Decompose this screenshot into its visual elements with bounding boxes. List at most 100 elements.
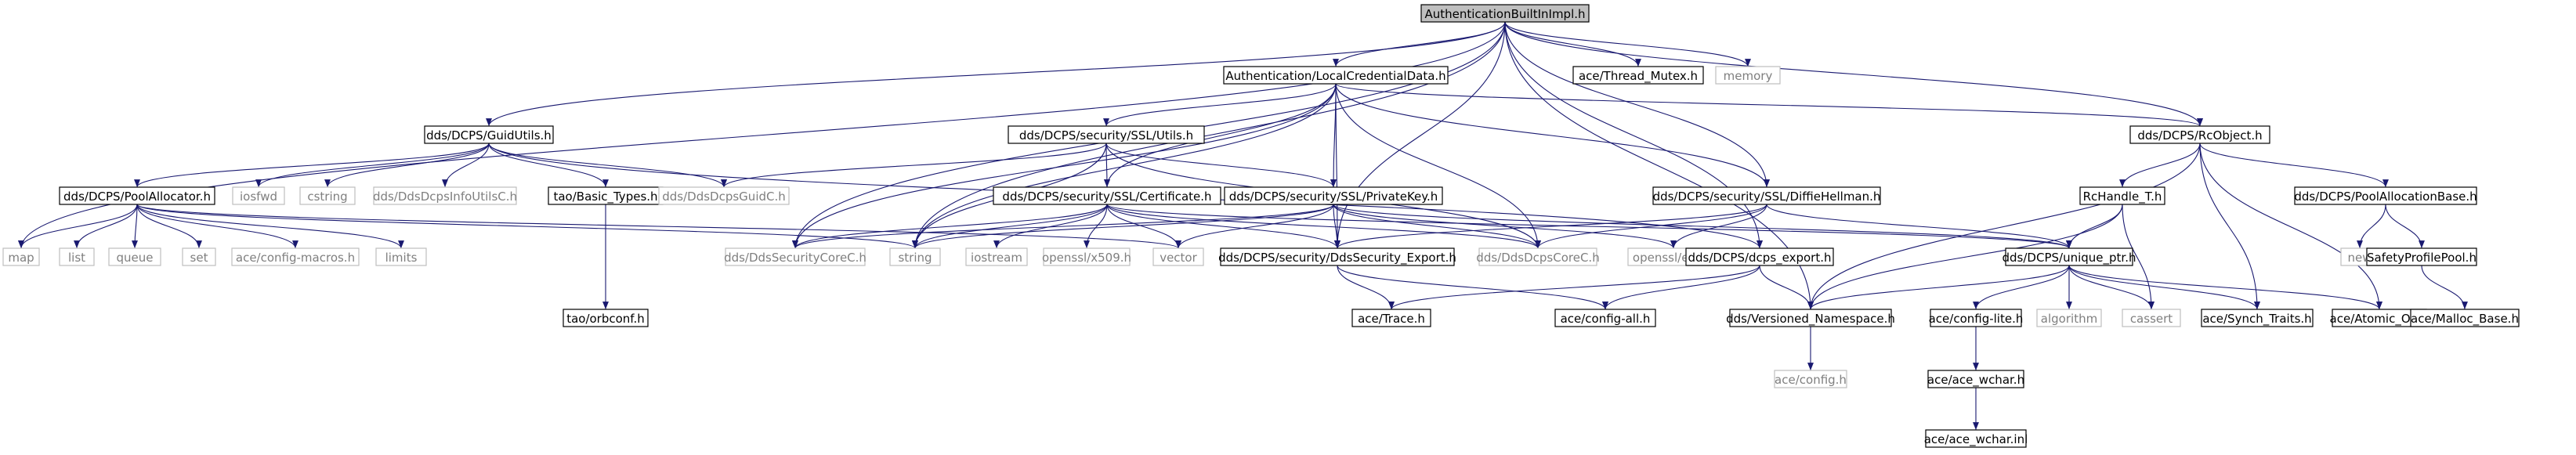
node-label: memory	[1724, 69, 1773, 83]
node-poolalloc[interactable]: dds/DCPS/PoolAllocator.h	[59, 186, 215, 205]
node-label: new	[2347, 251, 2372, 265]
node-versioned[interactable]: dds/Versioned_Namespace.h	[1726, 309, 1895, 327]
edge-sslutils-to-ddsguid	[721, 143, 1107, 188]
edge-guidutils-to-basictypes	[488, 143, 609, 188]
node-label: map	[8, 251, 34, 265]
node-vector: vector	[1152, 247, 1204, 266]
edge-lcd-to-dcpscore	[1335, 83, 1541, 249]
node-secexport[interactable]: dds/DCPS/security/DdsSecurity_Export.h	[1218, 247, 1456, 266]
edge-lcd-to-rcobject	[1335, 83, 2203, 127]
node-map: map	[2, 247, 40, 266]
node-rchandle[interactable]: RcHandle_T.h	[2079, 186, 2165, 205]
node-certificate[interactable]: dds/DCPS/security/SSL/Certificate.h	[993, 186, 1221, 205]
edge-diffie-to-uniqueptr	[1766, 204, 2072, 249]
node-configall[interactable]: ace/config-all.h	[1554, 309, 1656, 327]
node-iostream: iostream	[965, 247, 1028, 266]
edge-diffie-to-secexport	[1334, 204, 1767, 249]
node-label: ace/Thread_Mutex.h	[1579, 69, 1698, 84]
node-box	[993, 186, 1221, 205]
edge-certificate-to-uniqueptr	[1106, 204, 2072, 249]
edge-privatekey-to-evp	[1333, 204, 1677, 249]
node-list: list	[59, 247, 95, 266]
node-box	[2294, 186, 2477, 205]
node-box	[1224, 186, 1443, 205]
node-label: ace/config-lite.h	[1929, 312, 2024, 326]
node-safetypool[interactable]: SafetyProfilePool.h	[2366, 247, 2477, 266]
node-synchtraits[interactable]: ace/Synch_Traits.h	[2201, 309, 2314, 327]
node-box	[424, 125, 554, 144]
node-rcobject[interactable]: dds/DCPS/RcObject.h	[2129, 125, 2270, 144]
node-label: queue	[117, 251, 154, 265]
edge-lcd-to-sslutils	[1103, 83, 1337, 127]
node-aceconfig: ace/config.h	[1774, 370, 1847, 388]
node-box	[1008, 125, 1205, 144]
node-label: iostream	[971, 251, 1022, 265]
edge-certificate-to-dcpscore	[1106, 204, 1541, 249]
node-box	[232, 186, 285, 205]
edge-lcd-to-certificate	[1104, 83, 1337, 188]
edge-uniqueptr-to-versioned	[1807, 265, 2070, 310]
node-atomicop[interactable]: ace/Atomic_Op.h	[2330, 309, 2429, 327]
node-guidutils[interactable]: dds/DCPS/GuidUtils.h	[424, 125, 554, 144]
node-acewcharinl[interactable]: ace/ace_wchar.inl	[1924, 429, 2028, 448]
node-label: dds/DCPS/RcObject.h	[2137, 128, 2262, 143]
edge-root-to-thread_mutex	[1504, 21, 1641, 67]
edge-privatekey-to-vector	[1175, 204, 1334, 249]
edge-root-to-dcpsexport	[1504, 21, 1763, 249]
node-dcpsexport[interactable]: dds/DCPS/dcps_export.h	[1685, 247, 1834, 266]
node-uniqueptr[interactable]: dds/DCPS/unique_ptr.h	[2003, 247, 2136, 266]
edge-uniqueptr-to-configlite	[1973, 265, 2070, 310]
node-box	[725, 247, 866, 266]
node-label: dds/DCPS/PoolAllocationBase.h	[2294, 190, 2477, 204]
node-label: Authentication/LocalCredentialData.h	[1225, 69, 1445, 83]
node-queue: queue	[108, 247, 161, 266]
node-mallocbase[interactable]: ace/Malloc_Base.h	[2410, 309, 2520, 327]
node-label: cassert	[2130, 312, 2173, 326]
node-sslutils[interactable]: dds/DCPS/security/SSL/Utils.h	[1008, 125, 1205, 144]
edge-safetypool-to-mallocbase	[2421, 265, 2468, 310]
node-algorithm: algorithm	[2036, 309, 2102, 327]
node-dcpscore: dds/DdsDcpsCoreC.h	[1476, 247, 1600, 266]
node-box	[1223, 66, 1449, 85]
node-configmacros: ace/config-macros.h	[231, 247, 360, 266]
edge-privatekey-to-dcpscore	[1333, 204, 1541, 249]
node-poolallocbase[interactable]: dds/DCPS/PoolAllocationBase.h	[2294, 186, 2477, 205]
node-box	[1043, 247, 1131, 266]
node-orbconf[interactable]: tao/orbconf.h	[563, 309, 649, 327]
node-lcd[interactable]: Authentication/LocalCredentialData.h	[1223, 66, 1449, 85]
node-root[interactable]: AuthenticationBuiltInImpl.h	[1420, 4, 1590, 23]
edge-root-to-versioned	[1504, 21, 1814, 310]
node-box	[1927, 370, 2024, 388]
edge-poolalloc-to-queue	[132, 204, 138, 249]
node-label: openssl/x509.h	[1042, 251, 1131, 265]
node-configlite[interactable]: ace/config-lite.h	[1929, 309, 2024, 327]
edge-privatekey-to-string	[912, 204, 1334, 249]
node-acewchar[interactable]: ace/ace_wchar.h	[1927, 370, 2024, 388]
node-diffie[interactable]: dds/DCPS/security/SSL/DiffieHellman.h	[1652, 186, 1881, 205]
node-box	[1420, 4, 1590, 23]
node-basictypes[interactable]: tao/Basic_Types.h	[548, 186, 664, 205]
node-cassert: cassert	[2122, 309, 2181, 327]
node-box	[1925, 429, 2027, 448]
node-box	[2079, 186, 2165, 205]
node-label: string	[898, 251, 932, 265]
node-trace[interactable]: ace/Trace.h	[1351, 309, 1431, 327]
node-label: vector	[1160, 251, 1197, 265]
node-box	[59, 247, 95, 266]
node-box	[889, 247, 941, 266]
node-label: ace/ace_wchar.inl	[1924, 432, 2028, 447]
edge-root-to-secexport	[1334, 21, 1506, 249]
edge-root-to-rcobject	[1504, 21, 2203, 127]
edge-rcobject-to-synchtraits	[2199, 143, 2260, 310]
node-label: cstring	[307, 190, 347, 204]
node-label: SafetyProfilePool.h	[2367, 251, 2477, 265]
node-label: AuthenticationBuiltInImpl.h	[1424, 7, 1585, 21]
node-privatekey[interactable]: dds/DCPS/security/SSL/PrivateKey.h	[1224, 186, 1443, 205]
node-label: dds/DCPS/security/SSL/DiffieHellman.h	[1653, 190, 1881, 204]
node-box	[1220, 247, 1455, 266]
edge-poolalloc-to-list	[74, 204, 138, 249]
node-box	[2366, 247, 2477, 266]
node-label: dds/DdsSecurityCoreC.h	[724, 251, 867, 265]
node-thread_mutex[interactable]: ace/Thread_Mutex.h	[1572, 66, 1704, 85]
